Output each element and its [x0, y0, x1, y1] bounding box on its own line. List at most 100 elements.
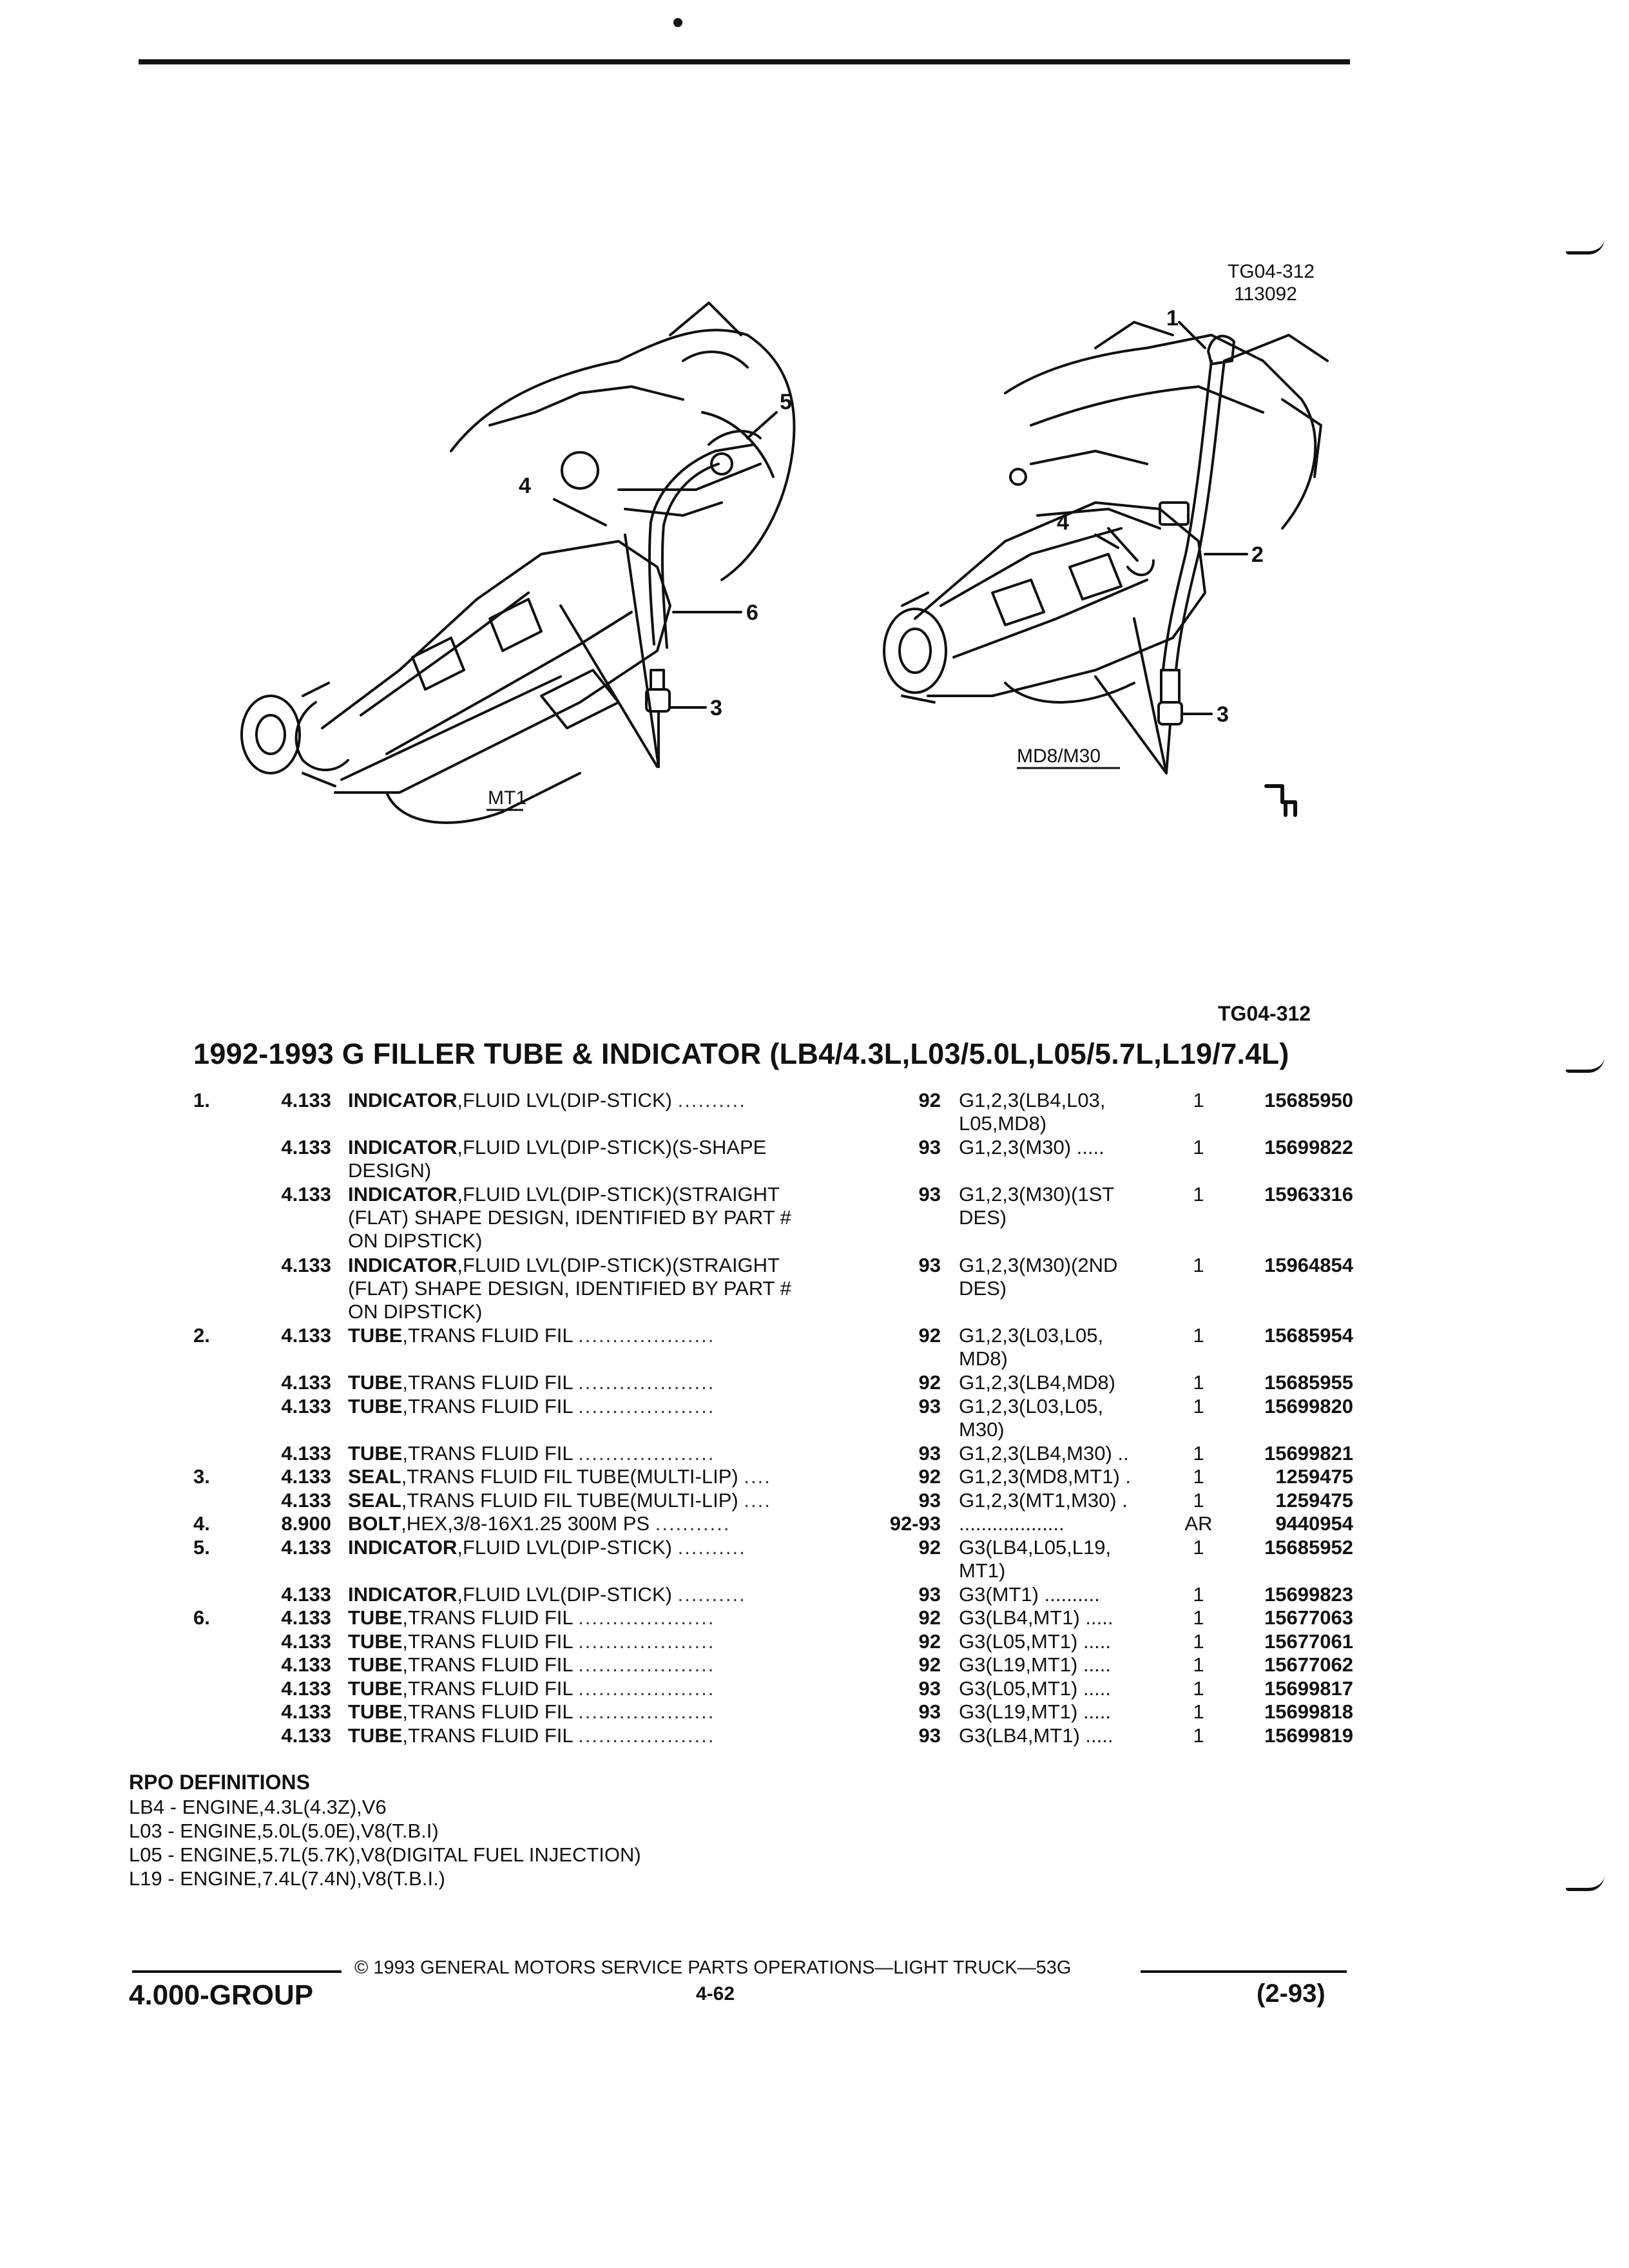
part-detail: ,TRANS FLUID FIL — [402, 1441, 573, 1465]
model-years: 93 — [918, 1253, 941, 1276]
model-years: 93 — [918, 1700, 941, 1723]
leader-dots: .................... — [578, 1606, 715, 1629]
part-name: TUBE — [348, 1629, 403, 1653]
part-description: INDICATOR,FLUID LVL(DIP-STICK)(STRAIGHT … — [348, 1254, 857, 1323]
part-detail: ,TRANS FLUID FIL — [402, 1629, 573, 1653]
group-number: 4.133 — [281, 1653, 331, 1676]
right-dipstick — [1162, 360, 1213, 671]
group-number: 4.133 — [281, 1441, 331, 1465]
part-detail: ,TRANS FLUID FIL — [402, 1371, 573, 1394]
part-detail: ,TRANS FLUID FIL TUBE(MULTI-LIP) — [401, 1488, 738, 1512]
model-years: 93 — [918, 1677, 941, 1700]
quantity: 1 — [1193, 1629, 1204, 1653]
models-line: G1,2,3(M30) ..... — [959, 1136, 1104, 1158]
part-description: INDICATOR,FLUID LVL(DIP-STICK) .........… — [348, 1089, 857, 1112]
part-number: 15699820 — [1264, 1394, 1353, 1418]
part-description: TUBE,TRANS FLUID FIL ...................… — [348, 1324, 857, 1347]
group-number: 4.133 — [281, 1183, 331, 1206]
part-name: TUBE — [348, 1324, 403, 1347]
leader-dots: .......... — [677, 1582, 746, 1606]
part-name: INDICATOR — [348, 1582, 458, 1606]
models-line-continued: DES) — [959, 1206, 1007, 1229]
part-name: INDICATOR — [348, 1183, 458, 1206]
quantity: 1 — [1193, 1441, 1204, 1465]
table-row: 4.133 TUBE,TRANS FLUID FIL ..............… — [0, 1630, 1629, 1654]
models-line: G1,2,3(M30)(1ST — [959, 1183, 1115, 1206]
applicable-models: G1,2,3(MT1,M30) . — [959, 1489, 1171, 1512]
part-name: TUBE — [348, 1700, 403, 1723]
part-description: TUBE,TRANS FLUID FIL ...................… — [348, 1700, 857, 1724]
models-line: G1,2,3(MT1,M30) . — [959, 1488, 1128, 1512]
model-years: 92 — [918, 1606, 941, 1629]
leader-dots: .................... — [578, 1324, 715, 1347]
part-number: 15699819 — [1264, 1724, 1353, 1747]
group-number: 4.133 — [281, 1089, 331, 1111]
leader-dots: .................... — [578, 1629, 715, 1653]
group-number: 4.133 — [281, 1465, 331, 1488]
figure-code: TG04-312 — [1228, 261, 1315, 282]
callout-3-left: 3 — [710, 696, 722, 720]
applicable-models: G3(LB4,L05,L19,MT1) — [959, 1536, 1171, 1582]
models-line: G3(LB4,L05,L19, — [959, 1535, 1112, 1559]
part-number: 15963316 — [1264, 1183, 1353, 1206]
applicable-models: G1,2,3(L03,L05,M30) — [959, 1395, 1171, 1441]
quantity: 1 — [1193, 1700, 1204, 1723]
models-line: G3(L19,MT1) ..... — [959, 1700, 1112, 1723]
callout-1: 1 — [1166, 306, 1179, 331]
models-line: G3(L19,MT1) ..... — [959, 1653, 1112, 1676]
models-line: G1,2,3(M30)(2ND — [959, 1253, 1118, 1276]
quantity: 1 — [1193, 1136, 1204, 1158]
quantity: 1 — [1193, 1324, 1204, 1347]
part-name: SEAL — [348, 1465, 401, 1488]
group-number: 4.133 — [281, 1136, 331, 1158]
applicable-models: G3(L19,MT1) ..... — [959, 1653, 1171, 1677]
models-line: G3(L05,MT1) ..... — [959, 1677, 1112, 1700]
part-number: 15685952 — [1264, 1535, 1353, 1559]
group-number: 8.900 — [281, 1512, 331, 1535]
models-line-continued: L05,MD8) — [959, 1112, 1047, 1135]
part-name: SEAL — [348, 1488, 401, 1512]
models-line: G1,2,3(LB4,L03, — [959, 1089, 1106, 1111]
rpo-item: L05 - ENGINE,5.7L(5.7K),V8(DIGITAL FUEL … — [129, 1843, 641, 1866]
quantity: AR — [1184, 1512, 1213, 1535]
right-engine-drawing — [1004, 321, 1329, 530]
models-line: G3(LB4,MT1) ..... — [959, 1606, 1113, 1629]
callout-3-right: 3 — [1217, 702, 1229, 727]
group-number: 4.133 — [281, 1629, 331, 1653]
exploded-illustration: 5 4 6 3 1 4 2 3 — [240, 302, 1329, 824]
applicable-models: G3(L19,MT1) ..... — [959, 1700, 1171, 1724]
quantity: 1 — [1193, 1089, 1204, 1111]
rpo-item: L19 - ENGINE,7.4L(7.4N),V8(T.B.I.) — [129, 1867, 446, 1890]
part-name: TUBE — [348, 1394, 403, 1418]
footer-group: 4.000-GROUP — [129, 1979, 314, 2011]
model-years: 92 — [918, 1324, 941, 1347]
footer-page-number: 4-62 — [696, 1983, 735, 2004]
part-name: TUBE — [348, 1653, 403, 1676]
quantity: 1 — [1193, 1724, 1204, 1747]
models-line: G1,2,3(LB4,M30) .. — [959, 1441, 1129, 1465]
part-description: INDICATOR,FLUID LVL(DIP-STICK) .........… — [348, 1536, 857, 1559]
applicable-models: G1,2,3(LB4,L03,L05,MD8) — [959, 1089, 1171, 1135]
part-detail-continued: ON DIPSTICK) — [348, 1229, 483, 1252]
part-detail: ,TRANS FLUID FIL — [402, 1700, 573, 1723]
group-number: 4.133 — [281, 1371, 331, 1394]
part-description: INDICATOR,FLUID LVL(DIP-STICK) .........… — [348, 1583, 857, 1606]
model-years: 93 — [918, 1183, 941, 1206]
models-line-continued: MT1) — [959, 1559, 1006, 1582]
left-engine-drawing — [450, 302, 796, 581]
applicable-models: ................... — [959, 1512, 1171, 1535]
left-variant-label: MT1 — [488, 787, 526, 809]
model-years: 93 — [918, 1394, 941, 1418]
model-years: 93 — [918, 1488, 941, 1512]
callout-6: 6 — [746, 601, 758, 625]
footer-date: (2-93) — [1257, 1979, 1325, 2008]
footer-copyright: © 1993 GENERAL MOTORS SERVICE PARTS OPER… — [354, 1957, 1072, 1978]
model-years: 93 — [918, 1724, 941, 1747]
